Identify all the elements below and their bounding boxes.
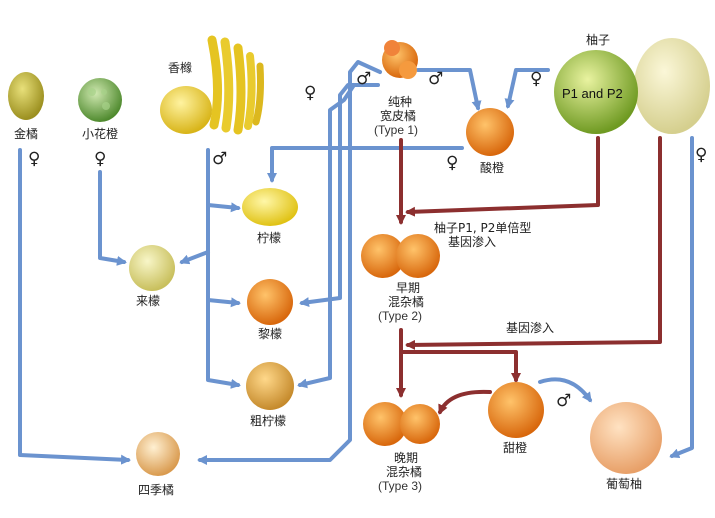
arrow-sweet-orange-to-grapefruit bbox=[538, 377, 592, 403]
label-late-hybrid-3: (Type 3) bbox=[378, 479, 422, 493]
late-hybrid-fruit bbox=[363, 402, 440, 446]
female-symbol-pomelo: ♀ bbox=[530, 69, 542, 89]
sour-orange-fruit bbox=[466, 108, 514, 156]
label-introgression: 基因渗入 bbox=[506, 320, 554, 335]
arrow-mandarin-to-rough-lemon bbox=[297, 83, 356, 389]
male-symbol-citron: ♂ bbox=[212, 149, 227, 169]
citron-fruit bbox=[160, 35, 264, 135]
arrow-sweet-orange-to-late-hybrid bbox=[438, 389, 492, 415]
label-pomelo-tag: P1 and P2 bbox=[562, 86, 623, 101]
arrow-citron-to-rough-lemon bbox=[206, 148, 241, 389]
arrow-mandarin-to-lily-lime bbox=[299, 83, 380, 308]
label-introgression-haploid-2: 基因渗入 bbox=[448, 234, 496, 249]
arrow-early-hybrid-to-sweet-orange bbox=[399, 350, 521, 383]
label-early-hybrid-3: (Type 2) bbox=[378, 309, 422, 323]
kumquat-fruit bbox=[8, 72, 44, 120]
arrow-sour-orange-to-lemon bbox=[267, 146, 464, 183]
female-symbol-mandarin-left: ♀ bbox=[304, 83, 316, 103]
arrow-pomelo-to-grapefruit bbox=[669, 136, 694, 459]
label-calamondin: 四季橘 bbox=[138, 482, 174, 497]
arrow-citron-to-lily-lime bbox=[206, 297, 241, 308]
calamondin-fruit bbox=[136, 432, 180, 476]
male-symbol-mandarin: ♂ bbox=[356, 69, 371, 89]
label-late-hybrid-1: 晚期 bbox=[394, 451, 418, 465]
pomelo-fruit bbox=[554, 38, 710, 134]
label-lemon: 柠檬 bbox=[257, 230, 281, 245]
label-citron: 香橼 bbox=[168, 61, 192, 75]
arrow-flower-orange-to-lime bbox=[98, 170, 127, 266]
label-sweet-orange: 甜橙 bbox=[503, 440, 527, 455]
lily-lime-fruit bbox=[247, 279, 293, 325]
label-sour-orange: 酸橙 bbox=[480, 160, 504, 175]
arrow-pomelo-p1p2-introgression bbox=[405, 136, 600, 217]
pure-mandarin-fruit bbox=[382, 40, 418, 79]
sweet-orange-fruit bbox=[488, 382, 544, 438]
label-early-hybrid-1: 早期 bbox=[396, 281, 420, 295]
label-small-flower-orange: 小花橙 bbox=[82, 126, 118, 141]
label-pomelo: 柚子 bbox=[586, 32, 610, 47]
small-flower-orange-fruit bbox=[78, 78, 122, 122]
label-pure-mandarin-1: 纯种 bbox=[388, 95, 412, 109]
arrow-citron-to-lime bbox=[179, 250, 210, 265]
arrow-citron-to-lemon bbox=[206, 202, 241, 213]
arrow-mandarin-to-sour-orange bbox=[416, 68, 482, 111]
label-pure-mandarin-2: 宽皮橘 bbox=[380, 108, 416, 123]
label-lily-lime: 黎檬 bbox=[258, 327, 282, 341]
label-grapefruit: 葡萄柚 bbox=[606, 476, 642, 491]
label-introgression-haploid-1: 柚子P1, P2单倍型 bbox=[434, 220, 531, 235]
arrow-pomelo-to-sour-orange bbox=[504, 68, 550, 109]
arrow-kumquat-to-calamondin bbox=[18, 148, 131, 465]
label-late-hybrid-2: 混杂橘 bbox=[386, 464, 422, 479]
female-symbol-flower-orange: ♀ bbox=[94, 149, 106, 169]
arrow-pomelo-introgression bbox=[405, 136, 662, 350]
lime-fruit bbox=[129, 245, 175, 291]
grapefruit-fruit bbox=[590, 402, 662, 474]
label-lime: 来檬 bbox=[136, 294, 160, 308]
label-pure-mandarin-3: (Type 1) bbox=[374, 123, 418, 137]
arrow-mandarin-to-calamondin bbox=[197, 60, 382, 465]
male-symbol-sweet-orange: ♂ bbox=[556, 391, 571, 411]
rough-lemon-fruit bbox=[246, 362, 294, 410]
male-symbol-mandarin-right: ♂ bbox=[428, 69, 443, 89]
label-rough-lemon: 粗柠檬 bbox=[250, 413, 286, 428]
early-hybrid-fruit bbox=[361, 234, 440, 278]
label-early-hybrid-2: 混杂橘 bbox=[388, 294, 424, 309]
lemon-fruit bbox=[242, 188, 298, 226]
female-symbol-pomelo-right: ♀ bbox=[695, 145, 707, 165]
female-symbol-sour-orange: ♀ bbox=[446, 153, 458, 173]
label-kumquat: 金橘 bbox=[14, 126, 38, 141]
female-symbol-kumquat: ♀ bbox=[28, 149, 40, 169]
